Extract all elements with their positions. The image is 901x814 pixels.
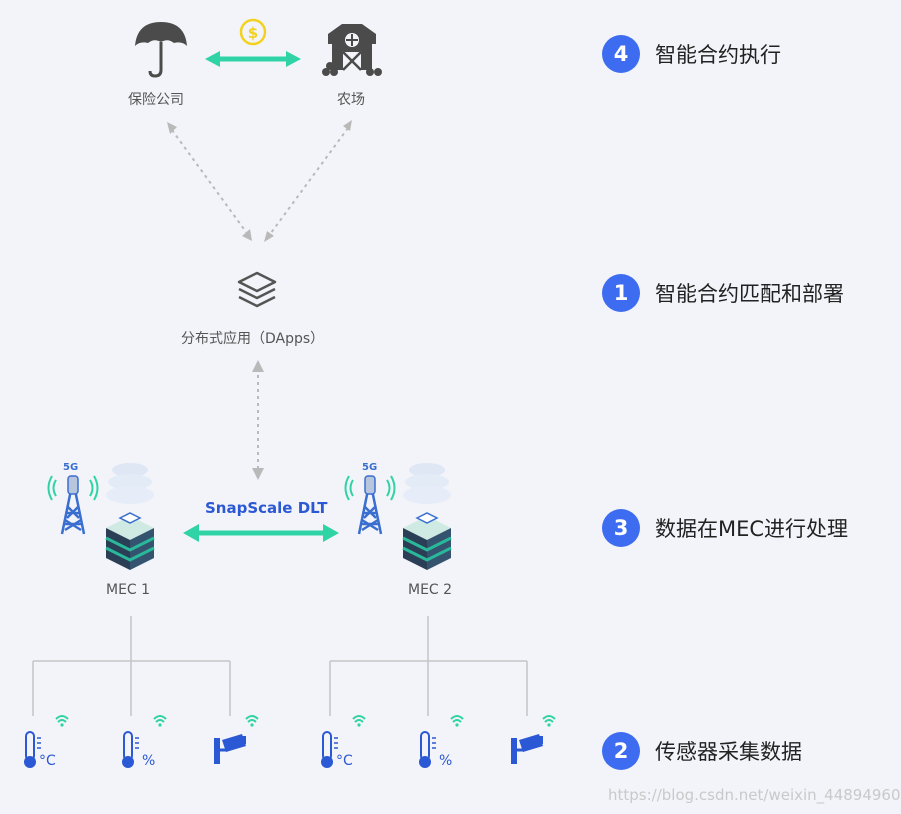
step-number: 4	[602, 35, 640, 73]
dlt-arrow	[183, 524, 339, 542]
thermometer-icon	[321, 715, 366, 768]
mec2-5g-badge: 5G	[362, 462, 378, 473]
step-text: 智能合约匹配和部署	[655, 282, 844, 306]
step-1: 1 智能合约匹配和部署	[602, 274, 844, 312]
mec1-graphic	[47, 463, 155, 570]
dlt-label: SnapScale DLT	[205, 499, 328, 517]
dollar-coin-icon: $	[239, 18, 267, 46]
step-4: 4 智能合约执行	[602, 35, 781, 73]
step-number: 1	[602, 274, 640, 312]
watermark: https://blog.csdn.net/weixin_44894960	[608, 786, 901, 804]
hygrometer-icon	[419, 715, 464, 768]
barn-icon	[322, 24, 382, 76]
sensor-tree-lines	[32, 616, 528, 716]
farm-label: 农场	[337, 92, 365, 108]
camera-icon	[511, 715, 556, 764]
insurer-label: 保险公司	[128, 92, 184, 108]
camera-icon	[214, 715, 259, 764]
step-text: 数据在MEC进行处理	[655, 517, 849, 541]
step-text: 智能合约执行	[655, 43, 781, 67]
mec1-5g-badge: 5G	[63, 462, 79, 473]
mec1-node	[47, 458, 160, 570]
celsius-unit: °C	[336, 753, 353, 769]
umbrella-icon	[135, 22, 187, 78]
percent-unit: %	[439, 753, 453, 769]
mec2-node	[344, 458, 457, 570]
celsius-unit: °C	[39, 753, 56, 769]
step-3: 3 数据在MEC进行处理	[602, 509, 848, 547]
step-number: 3	[602, 509, 640, 547]
payment-arrow	[205, 51, 301, 67]
percent-unit: %	[142, 753, 156, 769]
step-2: 2 传感器采集数据	[602, 732, 802, 770]
mec2-label: MEC 2	[408, 582, 453, 598]
step-text: 传感器采集数据	[655, 740, 802, 764]
mec2-graphic	[344, 463, 452, 570]
mec1-label: MEC 1	[106, 582, 151, 598]
hygrometer-icon	[122, 715, 167, 768]
thermometer-icon	[24, 715, 69, 768]
step-number: 2	[602, 732, 640, 770]
dotted-arrows-to-dapps	[171, 127, 349, 472]
layers-stack-icon	[237, 271, 277, 308]
dapps-label: 分布式应用（DApps）	[181, 331, 325, 347]
svg-text:$: $	[248, 24, 258, 42]
